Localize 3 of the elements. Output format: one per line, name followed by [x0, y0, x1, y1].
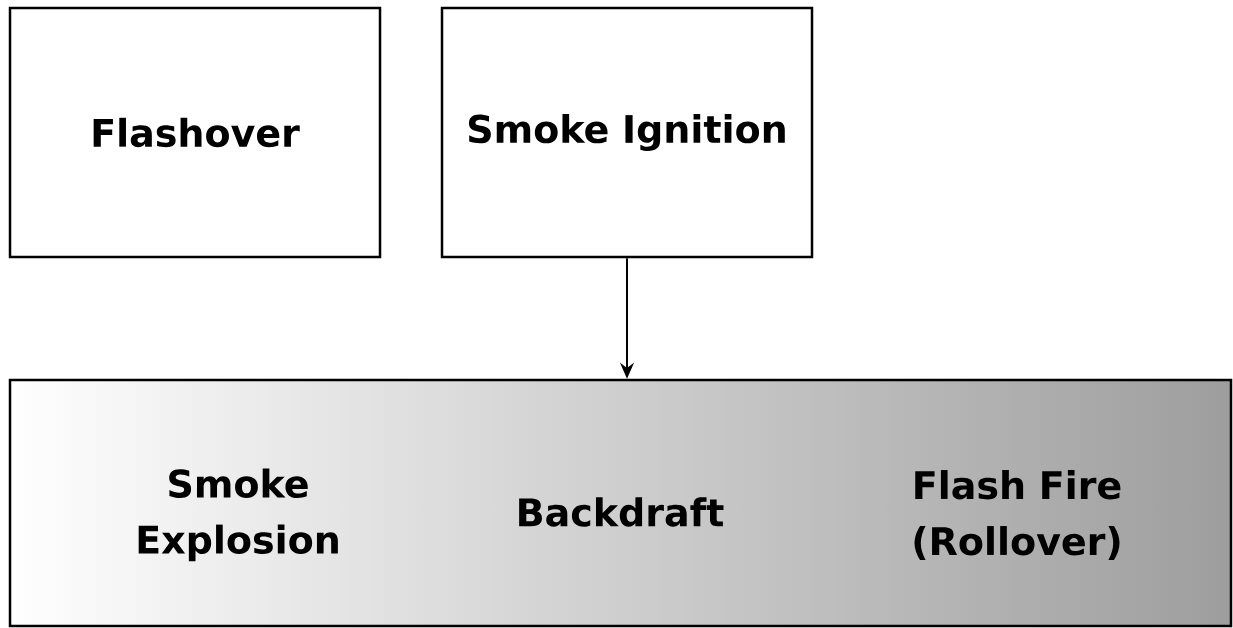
- process-box: Flashover: [8, 6, 382, 259]
- process-box: Smoke Ignition: [440, 6, 814, 259]
- gradient-band: Smoke Explosion Backdraft Flash Fire (Rollover): [8, 378, 1233, 628]
